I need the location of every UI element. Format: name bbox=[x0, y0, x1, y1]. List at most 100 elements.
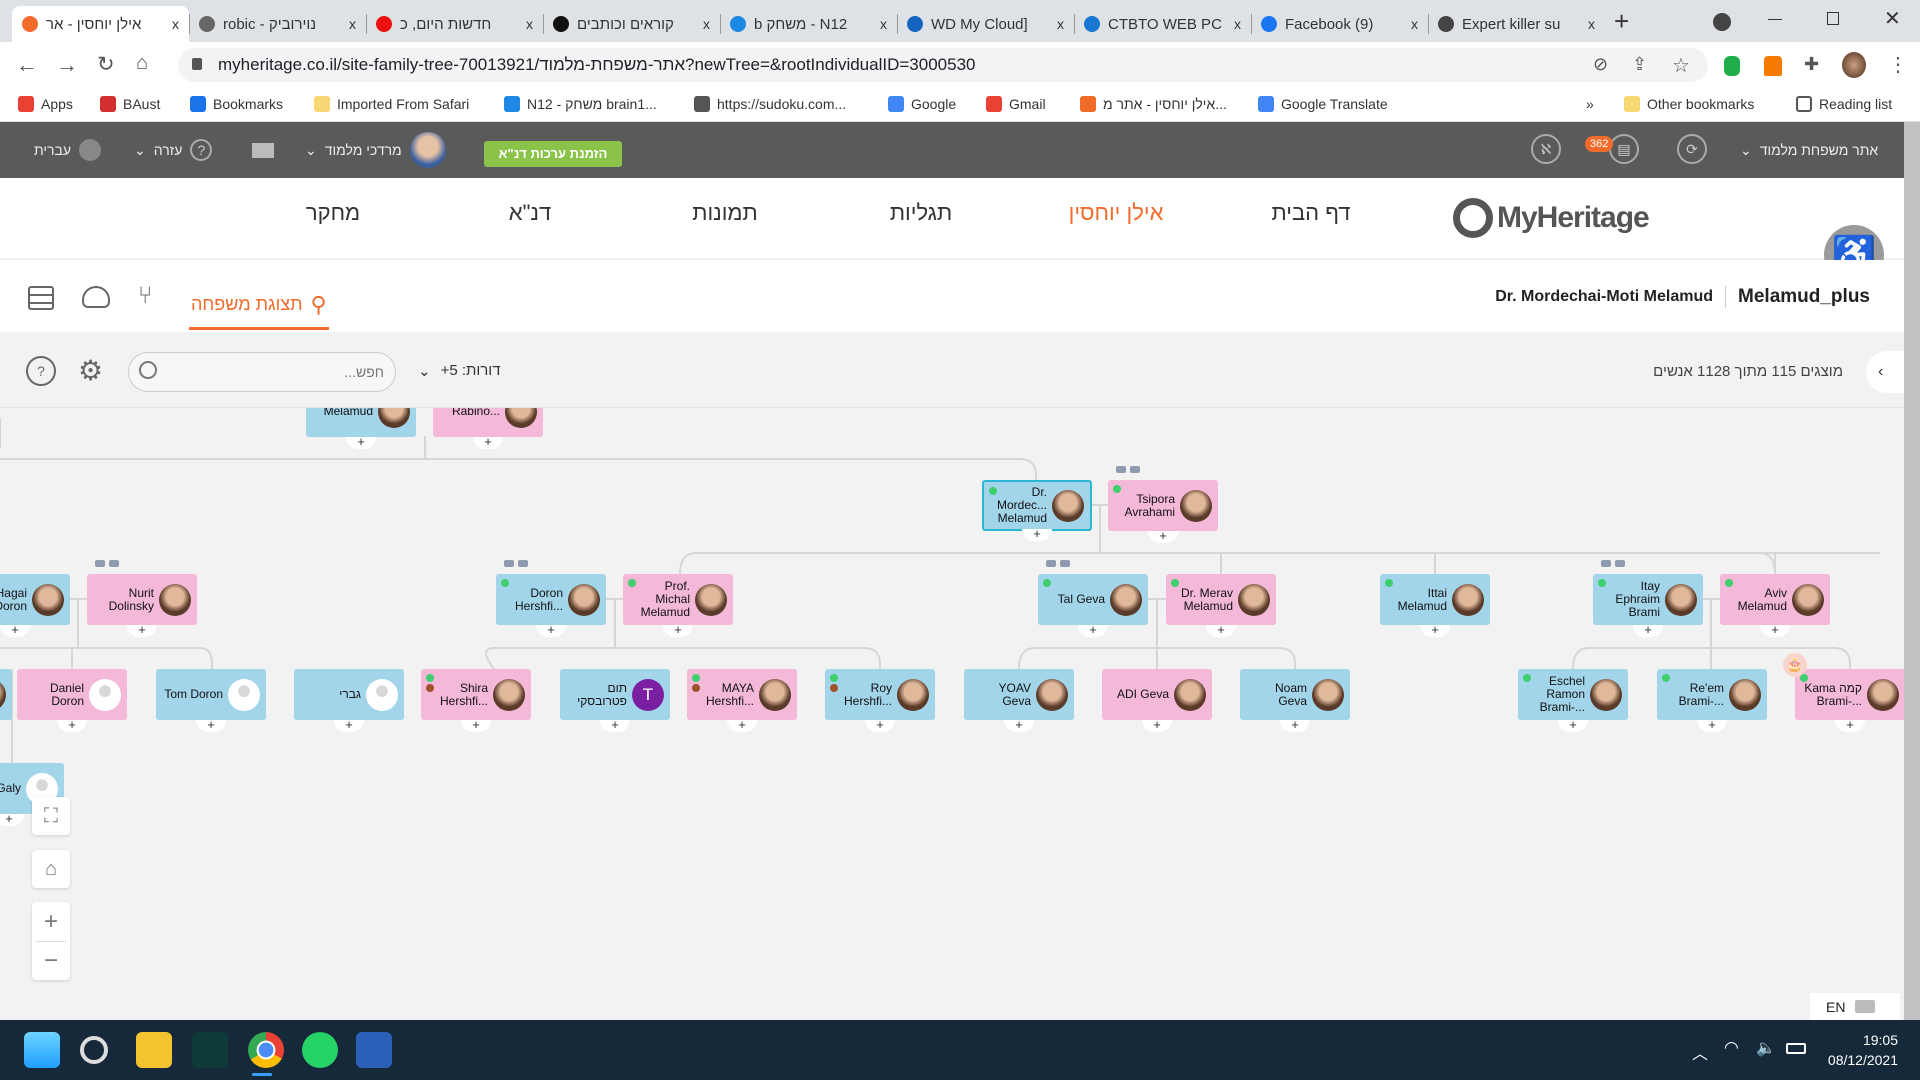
nav-item[interactable]: תמונות bbox=[692, 200, 758, 225]
add-relative-button[interactable]: + bbox=[1206, 623, 1236, 637]
bookmark[interactable]: Imported From Safari bbox=[314, 96, 469, 112]
add-relative-button[interactable]: + bbox=[1760, 623, 1790, 637]
bookmark[interactable]: https://sudoku.com... bbox=[694, 96, 846, 112]
add-relative-button[interactable]: + bbox=[127, 623, 157, 637]
person-card[interactable]: + bbox=[0, 669, 12, 720]
close-tab-icon[interactable]: x bbox=[1588, 16, 1595, 32]
zoom-in-button[interactable]: + bbox=[43, 907, 58, 935]
person-card[interactable]: Kama קמה Brami-...+ bbox=[1795, 669, 1904, 732]
profile-avatar[interactable] bbox=[1842, 52, 1866, 78]
person-card[interactable]: Shira Hershfi...+ bbox=[421, 669, 531, 732]
maximize-icon[interactable] bbox=[1827, 12, 1839, 25]
close-tab-icon[interactable]: x bbox=[880, 16, 887, 32]
search-box[interactable] bbox=[128, 352, 396, 392]
add-relative-button[interactable]: + bbox=[1633, 623, 1663, 637]
person-card[interactable]: Prof. Michal Melamud+ bbox=[623, 574, 733, 637]
settings-gear-icon[interactable]: ⚙ bbox=[78, 355, 104, 386]
search-input[interactable] bbox=[169, 361, 384, 383]
couple-link-icon[interactable] bbox=[95, 560, 121, 567]
add-relative-button[interactable]: + bbox=[461, 718, 491, 732]
url-text[interactable]: myheritage.co.il/site-family-tree-700139… bbox=[218, 55, 976, 74]
sync-icon[interactable]: ⟳ bbox=[1677, 134, 1707, 164]
add-relative-button[interactable]: + bbox=[865, 718, 895, 732]
home-icon[interactable]: ⌂ bbox=[136, 52, 149, 74]
new-tab-button[interactable]: + bbox=[1614, 6, 1630, 36]
add-relative-button[interactable]: + bbox=[1558, 718, 1588, 732]
dna-icon[interactable]: ℵ bbox=[1531, 134, 1561, 164]
add-relative-button[interactable]: + bbox=[1078, 623, 1108, 637]
person-card[interactable]: ADI Geva+ bbox=[1102, 669, 1212, 732]
word-icon[interactable] bbox=[356, 1032, 392, 1068]
pedigree-view-icon[interactable]: ⑂ bbox=[138, 282, 153, 309]
evernote-icon[interactable] bbox=[1724, 56, 1740, 76]
menu-icon[interactable]: ⋮ bbox=[1888, 54, 1908, 76]
add-relative-button[interactable]: + bbox=[334, 718, 364, 732]
add-relative-button[interactable]: + bbox=[663, 623, 693, 637]
whatsapp-icon[interactable] bbox=[302, 1032, 338, 1068]
bookmark[interactable]: Bookmarks bbox=[190, 96, 283, 112]
person-card[interactable]: גברי+ bbox=[294, 669, 404, 732]
reload-icon[interactable]: ↻ bbox=[97, 53, 115, 76]
add-relative-button[interactable]: + bbox=[1022, 527, 1052, 541]
person-card[interactable]: Rabino...+ bbox=[433, 408, 543, 449]
bookmarks-more[interactable]: » bbox=[1586, 96, 1594, 112]
bookmark[interactable]: Google Translate bbox=[1258, 96, 1388, 112]
person-card[interactable]: Hagai Doron+ bbox=[0, 574, 70, 637]
person-card[interactable]: Melamud+ bbox=[306, 408, 416, 449]
tree-name[interactable]: Melamud_plus bbox=[1738, 286, 1870, 307]
forward-icon[interactable]: → bbox=[56, 52, 78, 77]
fan-view-icon[interactable] bbox=[82, 286, 110, 308]
reading-list[interactable]: Reading list bbox=[1796, 96, 1892, 112]
close-tab-icon[interactable]: x bbox=[1057, 16, 1064, 32]
nav-item[interactable]: מחקר bbox=[305, 200, 361, 225]
notifications-badge[interactable]: 362 bbox=[1585, 136, 1614, 152]
nav-item[interactable]: דף הבית bbox=[1271, 200, 1351, 225]
file-explorer-icon[interactable] bbox=[136, 1032, 172, 1068]
add-relative-button[interactable]: + bbox=[1835, 718, 1865, 732]
close-tab-icon[interactable]: x bbox=[349, 16, 356, 32]
zoom-out-button[interactable]: − bbox=[43, 946, 58, 974]
add-relative-button[interactable]: + bbox=[0, 812, 24, 826]
address-bar[interactable] bbox=[178, 48, 1708, 82]
home-view-button[interactable]: ⌂ bbox=[32, 850, 70, 888]
person-card[interactable]: Roy Hershfi...+ bbox=[825, 669, 935, 732]
battery-icon[interactable] bbox=[1786, 1043, 1806, 1054]
add-relative-button[interactable]: + bbox=[196, 718, 226, 732]
person-card[interactable]: Tom Doron+ bbox=[156, 669, 266, 732]
close-window-icon[interactable]: ✕ bbox=[1884, 8, 1901, 30]
volume-icon[interactable]: 🔈 bbox=[1756, 1040, 1776, 1057]
wifi-icon[interactable]: ◠ bbox=[1724, 1038, 1739, 1057]
add-relative-button[interactable]: + bbox=[1280, 718, 1310, 732]
family-tree-canvas[interactable]: Melamud+Rabino...+Dr. Mordec... Melamud+… bbox=[0, 408, 1904, 1020]
start-icon[interactable] bbox=[24, 1032, 60, 1068]
bookmark[interactable]: Apps bbox=[18, 96, 73, 112]
bookmark[interactable]: Google bbox=[888, 96, 956, 112]
person-card[interactable]: YOAV Geva+ bbox=[964, 669, 1074, 732]
table-view-icon[interactable] bbox=[28, 286, 54, 310]
person-card[interactable]: MAYA Hershfi...+ bbox=[687, 669, 797, 732]
close-tab-icon[interactable]: x bbox=[526, 16, 533, 32]
add-relative-button[interactable]: + bbox=[1148, 529, 1178, 543]
minimize-icon[interactable] bbox=[1768, 19, 1782, 20]
person-card[interactable]: Dr. Merav Melamud+ bbox=[1166, 574, 1276, 637]
close-tab-icon[interactable]: x bbox=[1411, 16, 1418, 32]
star-icon[interactable]: ☆ bbox=[1672, 55, 1690, 77]
close-tab-icon[interactable]: x bbox=[1234, 16, 1241, 32]
person-card[interactable]: Eschel Ramon Brami-...+ bbox=[1518, 669, 1628, 732]
couple-link-icon[interactable] bbox=[1046, 560, 1072, 567]
add-relative-button[interactable]: + bbox=[1142, 718, 1172, 732]
add-relative-button[interactable]: + bbox=[473, 435, 503, 449]
couple-link-icon[interactable] bbox=[1601, 560, 1627, 567]
bookmark[interactable]: N12 - משחק brain1... bbox=[504, 96, 657, 112]
lock-icon[interactable] bbox=[192, 58, 202, 70]
tab-family-view[interactable]: תצוגת משפחה⚲ bbox=[189, 282, 329, 330]
other-bookmarks[interactable]: Other bookmarks bbox=[1624, 96, 1754, 112]
person-card[interactable]: Aviv Melamud+ bbox=[1720, 574, 1830, 637]
add-relative-button[interactable]: + bbox=[346, 435, 376, 449]
